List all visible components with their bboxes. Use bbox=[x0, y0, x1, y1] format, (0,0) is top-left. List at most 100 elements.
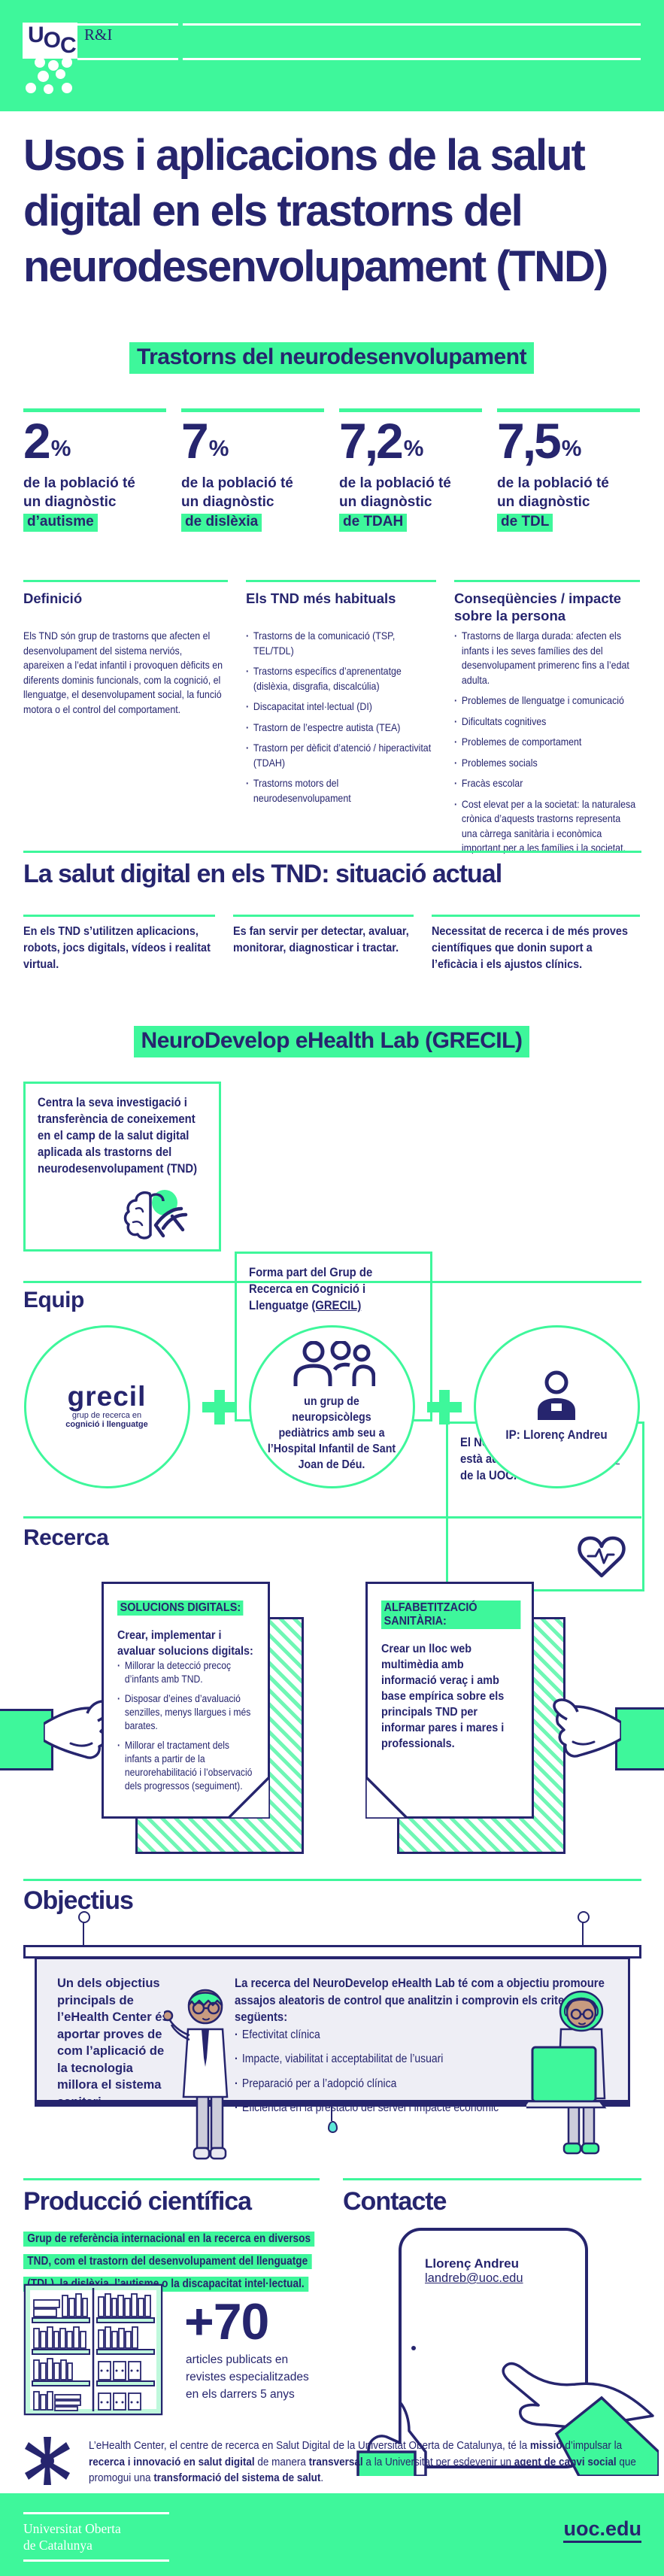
lab-heading-wrap: NeuroDevelop eHealth Lab (GRECIL) bbox=[23, 1026, 640, 1057]
uoc-logo-text: UOC bbox=[28, 23, 77, 58]
footer-rule-bottom bbox=[23, 2559, 169, 2562]
list-item: Discapacitat intel·lectual (DI) bbox=[246, 699, 432, 715]
section-divider bbox=[23, 851, 641, 853]
board-hook-right bbox=[578, 1911, 590, 1923]
grecil-link[interactable]: (GRECIL) bbox=[311, 1299, 362, 1312]
mission-segment: recerca i innovació en salut digital bbox=[89, 2455, 255, 2468]
stat-highlight: de dislèxia bbox=[181, 514, 262, 532]
paper-solucions-content: SOLUCIONS DIGITALS: Crear, implementar i… bbox=[117, 1601, 256, 1793]
uoc-logo: UOC bbox=[23, 23, 77, 59]
contact-name: Llorenç Andreu bbox=[425, 2256, 519, 2271]
mission-segment: d’impulsar la bbox=[562, 2439, 623, 2452]
list-item: Impacte, viabilitat i acceptabilitat de … bbox=[235, 2050, 611, 2069]
list-item: Problemes de llenguatge i comunicació bbox=[454, 693, 635, 708]
footer-url-wrap: uoc.edu bbox=[563, 2517, 641, 2543]
uoc-edu-link[interactable]: uoc.edu bbox=[563, 2517, 641, 2543]
equip-circle-neuropsicolegs: un grup de neuropsicòlegs pediàtrics amb… bbox=[248, 1325, 415, 1488]
header-rule-top-right bbox=[183, 23, 641, 26]
right-hand-sleeve bbox=[615, 1707, 664, 1770]
definicio-title: Definició bbox=[23, 590, 83, 606]
consequencies-column: Conseqüències / impacte sobre la persona… bbox=[454, 580, 640, 862]
people-group-icon bbox=[293, 1341, 375, 1386]
list-item: Eficiència en la prestació del servei i … bbox=[235, 2099, 611, 2118]
header-rule-bottom-left bbox=[77, 58, 178, 60]
stat-value: 2 bbox=[23, 413, 51, 469]
equip-heading: Equip bbox=[23, 1288, 84, 1312]
board-pull-handle[interactable] bbox=[328, 2121, 338, 2133]
stat-value: 7 bbox=[181, 413, 209, 469]
list-item: Trastorns específics d’aprenentatge (dis… bbox=[246, 664, 432, 693]
tnd-section-heading: Trastorns del neurodesenvolupament bbox=[129, 342, 535, 374]
paper-alfabetitzacio-content: ALFABETITZACIÓ SANITÀRIA: Crear un lloc … bbox=[381, 1601, 521, 1752]
section-divider bbox=[23, 2178, 320, 2180]
header-rule-top-left bbox=[77, 23, 178, 26]
paper-1-title: SOLUCIONS DIGITALS: bbox=[117, 1601, 244, 1616]
footer-university-line-2: de Catalunya bbox=[23, 2538, 92, 2553]
contact-email-link[interactable]: landreb@uoc.edu bbox=[425, 2271, 523, 2285]
mission-text: L’eHealth Center, el centre de recerca e… bbox=[89, 2438, 641, 2486]
lab-box-1: Centra la seva investigació i transferèn… bbox=[23, 1082, 221, 1252]
mission-segment: . bbox=[320, 2471, 324, 2484]
stat-highlight: de TDL bbox=[497, 514, 553, 532]
stat-tdah: 7,2% de la població té un diagnòstic de … bbox=[339, 408, 482, 532]
habituals-list: Trastorns de la comunicació (TSP, TEL/TD… bbox=[246, 629, 432, 806]
stat-dislexia: 7% de la població té un diagnòstic de di… bbox=[181, 408, 324, 532]
lab-heading: NeuroDevelop eHealth Lab (GRECIL) bbox=[133, 1026, 530, 1057]
footer-rule-top bbox=[23, 2512, 169, 2514]
person-icon bbox=[538, 1370, 575, 1420]
recerca-heading: Recerca bbox=[23, 1525, 109, 1550]
equip-row: grecil grup de recerca en cognició i lle… bbox=[23, 1325, 640, 1488]
section-divider bbox=[23, 1281, 641, 1283]
plus-icon bbox=[426, 1389, 462, 1425]
situacio-heading: La salut digital en els TND: situació ac… bbox=[23, 860, 502, 888]
stats-row: 2% de la població té un diagnòstic d’aut… bbox=[23, 408, 640, 532]
articles-caption: articles publicats en revistes especiali… bbox=[186, 2353, 309, 2401]
paper-1-intro: Crear, implementar i avaluar solucions d… bbox=[117, 1629, 253, 1658]
lab-box-1-text: Centra la seva investigació i transferèn… bbox=[38, 1096, 198, 1176]
list-item: Fracàs escolar bbox=[454, 776, 635, 791]
stat-value: 7,2 bbox=[339, 413, 404, 469]
situacio-col-1: En els TND s’utilitzen aplicacions, robo… bbox=[23, 915, 215, 973]
paper-2-title: ALFABETITZACIÓ SANITÀRIA: bbox=[381, 1601, 521, 1629]
section-divider bbox=[23, 1516, 641, 1519]
paper-alfabetitzacio: ALFABETITZACIÓ SANITÀRIA: Crear un lloc … bbox=[365, 1582, 534, 1819]
header-rule-bottom-right bbox=[183, 58, 641, 60]
right-hand-icon bbox=[553, 1698, 621, 1758]
stat-tdl: 7,5% de la població té un diagnòstic de … bbox=[497, 408, 640, 532]
definicio-text: Els TND són grup de trastorns que afecte… bbox=[23, 630, 223, 715]
tnd-section-heading-wrap: Trastorns del neurodesenvolupament bbox=[23, 342, 640, 374]
paper-2-intro: Crear un lloc web multimèdia amb informa… bbox=[381, 1643, 505, 1750]
list-item: Efectivitat clínica bbox=[235, 2026, 611, 2045]
list-item: Problemes socials bbox=[454, 756, 635, 771]
logo-dot bbox=[38, 71, 49, 82]
percent-sign: % bbox=[561, 436, 582, 461]
percent-sign: % bbox=[50, 436, 71, 461]
consequencies-list: Trastorns de llarga durada: afecten els … bbox=[454, 629, 635, 856]
situacio-text-3: Necessitat de recerca i de més proves ci… bbox=[432, 925, 628, 971]
logo-dot bbox=[62, 57, 72, 68]
folded-corner-icon bbox=[228, 1776, 270, 1819]
board-string-right bbox=[582, 1918, 584, 1946]
situacio-text-2: Es fan servir per detectar, avaluar, mon… bbox=[233, 925, 409, 954]
title-line-2: digital en els trastorns del bbox=[23, 187, 523, 235]
list-item: Preparació per a l’adopció clínica bbox=[235, 2075, 611, 2094]
stat-highlight: de TDAH bbox=[339, 514, 408, 532]
percent-sign: % bbox=[403, 436, 424, 461]
contacte-heading: Contacte bbox=[343, 2187, 447, 2216]
heart-pulse-icon bbox=[578, 1536, 626, 1578]
mission-segment: agent de canvi social bbox=[514, 2455, 617, 2468]
percent-sign: % bbox=[208, 436, 229, 461]
grecil-logo-sub-1: grup de recerca en bbox=[71, 1410, 142, 1420]
habituals-column: Els TND més habituals Trastorns de la co… bbox=[246, 580, 436, 812]
stat-highlight: d’autisme bbox=[23, 514, 98, 532]
brain-icon bbox=[123, 1190, 188, 1239]
paper-1-list: Millorar la detecció precoç d’infants am… bbox=[117, 1659, 256, 1793]
habituals-title: Els TND més habituals bbox=[246, 590, 396, 606]
mission-segment: L’eHealth Center, el centre de recerca e… bbox=[89, 2439, 530, 2452]
lab-box-3-post: de la UOC. bbox=[460, 1469, 517, 1482]
articles-count: +70 bbox=[184, 2293, 269, 2350]
stat-caption: de la població té un diagnòstic bbox=[181, 475, 293, 510]
board-right-text: La recerca del NeuroDevelop eHealth Lab … bbox=[235, 1975, 653, 2124]
grecil-logo-sub-2: cognició i llenguatge bbox=[65, 1419, 148, 1429]
consequencies-title: Conseqüències / impacte sobre la persona bbox=[454, 590, 622, 624]
